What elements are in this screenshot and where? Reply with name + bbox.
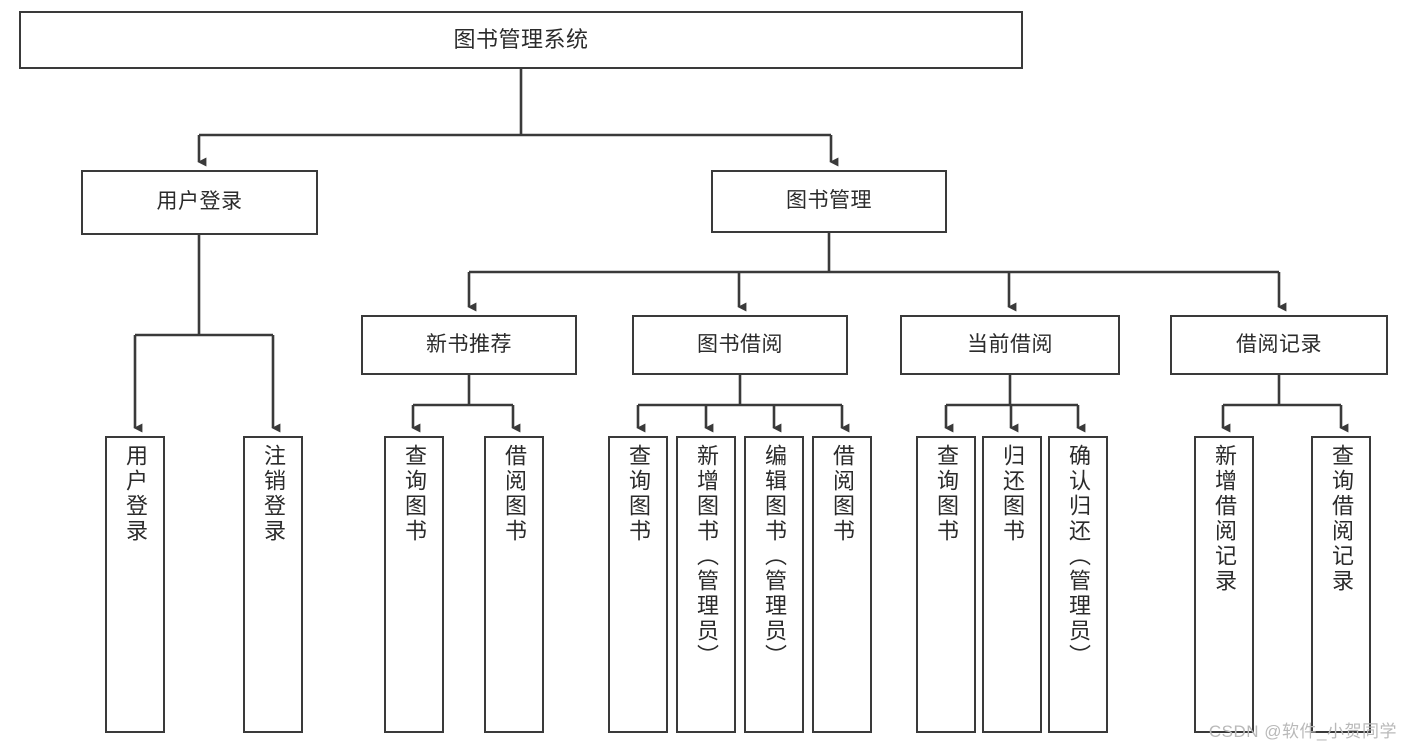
node-label: 借阅图书 <box>502 444 527 544</box>
node-book-management[interactable]: 图书管理 <box>711 170 947 233</box>
leaf-record-add-record[interactable]: 新增借阅记录 <box>1194 436 1254 733</box>
leaf-user-logout[interactable]: 注销登录 <box>243 436 303 733</box>
node-label: 用户登录 <box>123 444 148 544</box>
node-label: 确认归还（管理员） <box>1066 444 1091 669</box>
leaf-borrow-add-book[interactable]: 新增图书（管理员） <box>676 436 736 733</box>
leaf-current-query-book[interactable]: 查询图书 <box>916 436 976 733</box>
node-label: 查询图书 <box>402 444 427 544</box>
node-label: 新书推荐 <box>426 332 512 356</box>
node-label: 借阅图书 <box>830 444 855 544</box>
leaf-user-login[interactable]: 用户登录 <box>105 436 165 733</box>
node-label: 查询借阅记录 <box>1329 444 1354 594</box>
node-label: 借阅记录 <box>1236 332 1322 356</box>
leaf-borrow-borrow-book[interactable]: 借阅图书 <box>812 436 872 733</box>
node-label: 图书借阅 <box>697 332 783 356</box>
node-current-borrow[interactable]: 当前借阅 <box>900 315 1120 375</box>
node-label: 当前借阅 <box>967 332 1053 356</box>
leaf-borrow-query-book[interactable]: 查询图书 <box>608 436 668 733</box>
node-user-login[interactable]: 用户登录 <box>81 170 318 235</box>
node-root-system[interactable]: 图书管理系统 <box>19 11 1023 69</box>
csdn-watermark: CSDN @软件_小贺同学 <box>1208 722 1397 741</box>
leaf-current-return-book[interactable]: 归还图书 <box>982 436 1042 733</box>
node-label: 查询图书 <box>626 444 651 544</box>
leaf-recommend-query-book[interactable]: 查询图书 <box>384 436 444 733</box>
node-borrow-record[interactable]: 借阅记录 <box>1170 315 1388 375</box>
node-label: 注销登录 <box>261 444 286 544</box>
node-label: 编辑图书（管理员） <box>762 444 787 669</box>
node-label: 用户登录 <box>156 190 243 214</box>
node-book-borrow[interactable]: 图书借阅 <box>632 315 848 375</box>
node-label: 图书管理系统 <box>453 26 589 52</box>
leaf-recommend-borrow-book[interactable]: 借阅图书 <box>484 436 544 733</box>
node-new-book-recommend[interactable]: 新书推荐 <box>361 315 577 375</box>
node-label: 查询图书 <box>934 444 959 544</box>
node-label: 归还图书 <box>1000 444 1025 544</box>
leaf-current-confirm-return[interactable]: 确认归还（管理员） <box>1048 436 1108 733</box>
node-label: 新增图书（管理员） <box>694 444 719 669</box>
node-label: 新增借阅记录 <box>1212 444 1237 594</box>
leaf-record-query-record[interactable]: 查询借阅记录 <box>1311 436 1371 733</box>
leaf-borrow-edit-book[interactable]: 编辑图书（管理员） <box>744 436 804 733</box>
node-label: 图书管理 <box>786 189 872 213</box>
